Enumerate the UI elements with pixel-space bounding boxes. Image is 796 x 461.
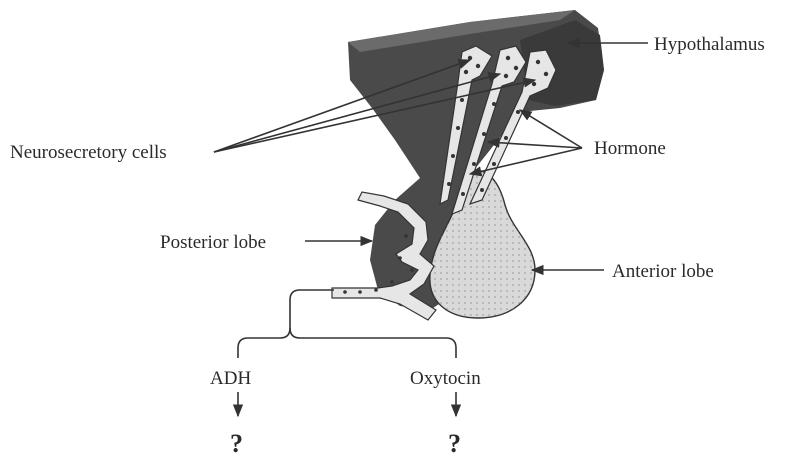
adh-question-mark: ?: [230, 429, 243, 458]
hormone-label: Hormone: [594, 138, 666, 159]
adh-label: ADH: [210, 368, 251, 389]
hypothalamus-label: Hypothalamus: [654, 34, 765, 55]
oxytocin-question-mark: ?: [448, 429, 461, 458]
neurosecretory-cells-label: Neurosecretory cells: [10, 142, 167, 163]
oxytocin-label: Oxytocin: [410, 368, 481, 389]
anterior-lobe-label: Anterior lobe: [612, 261, 714, 282]
posterior-lobe-label: Posterior lobe: [160, 232, 266, 253]
